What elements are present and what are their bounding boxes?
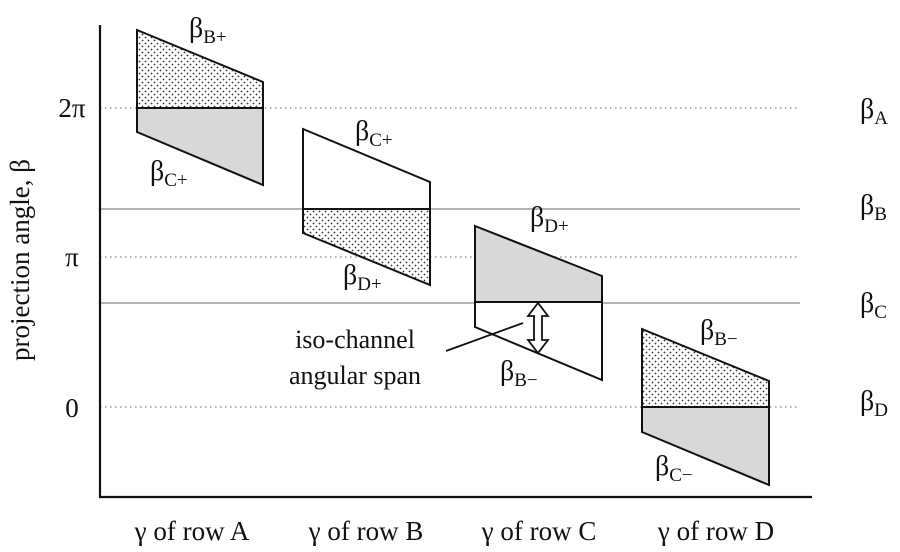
row-c-bottom-label: βB− [500, 356, 538, 391]
x-category-row-a: γ of row A [134, 516, 250, 546]
row-a-top-label: βB+ [189, 13, 227, 48]
x-category-row-c: γ of row C [481, 516, 597, 546]
annotation-line-2: angular span [289, 361, 421, 390]
row-b-top-label: βC+ [355, 116, 393, 151]
row-d-parallelogram [641, 327, 770, 487]
y-tick-2pi: 2π [58, 93, 86, 123]
reference-label-beta-c: βC [860, 288, 887, 323]
y-axis-label: projection angle, β [5, 159, 35, 361]
x-category-row-b: γ of row B [308, 516, 424, 546]
x-category-row-d: γ of row D [657, 516, 774, 546]
iso-channel-span-arrow [526, 301, 550, 355]
row-d-bottom-label: βC− [655, 451, 693, 486]
annotation-pointer-line [445, 322, 524, 352]
y-tick-pi: π [65, 242, 79, 272]
reference-label-beta-b: βB [860, 190, 887, 225]
reference-label-beta-a: βA [860, 94, 888, 129]
reference-label-beta-d: βD [860, 386, 888, 421]
row-a-bottom-label: βC+ [150, 156, 188, 191]
row-b-bottom-label: βD+ [343, 260, 382, 295]
y-tick-0: 0 [65, 393, 79, 423]
row-b-parallelogram [302, 127, 431, 287]
annotation-line-1: iso-channel [295, 325, 415, 354]
row-c-top-label: βD+ [530, 202, 569, 237]
row-a-parallelogram [136, 28, 264, 187]
row-d-top-label: βB− [700, 315, 738, 350]
